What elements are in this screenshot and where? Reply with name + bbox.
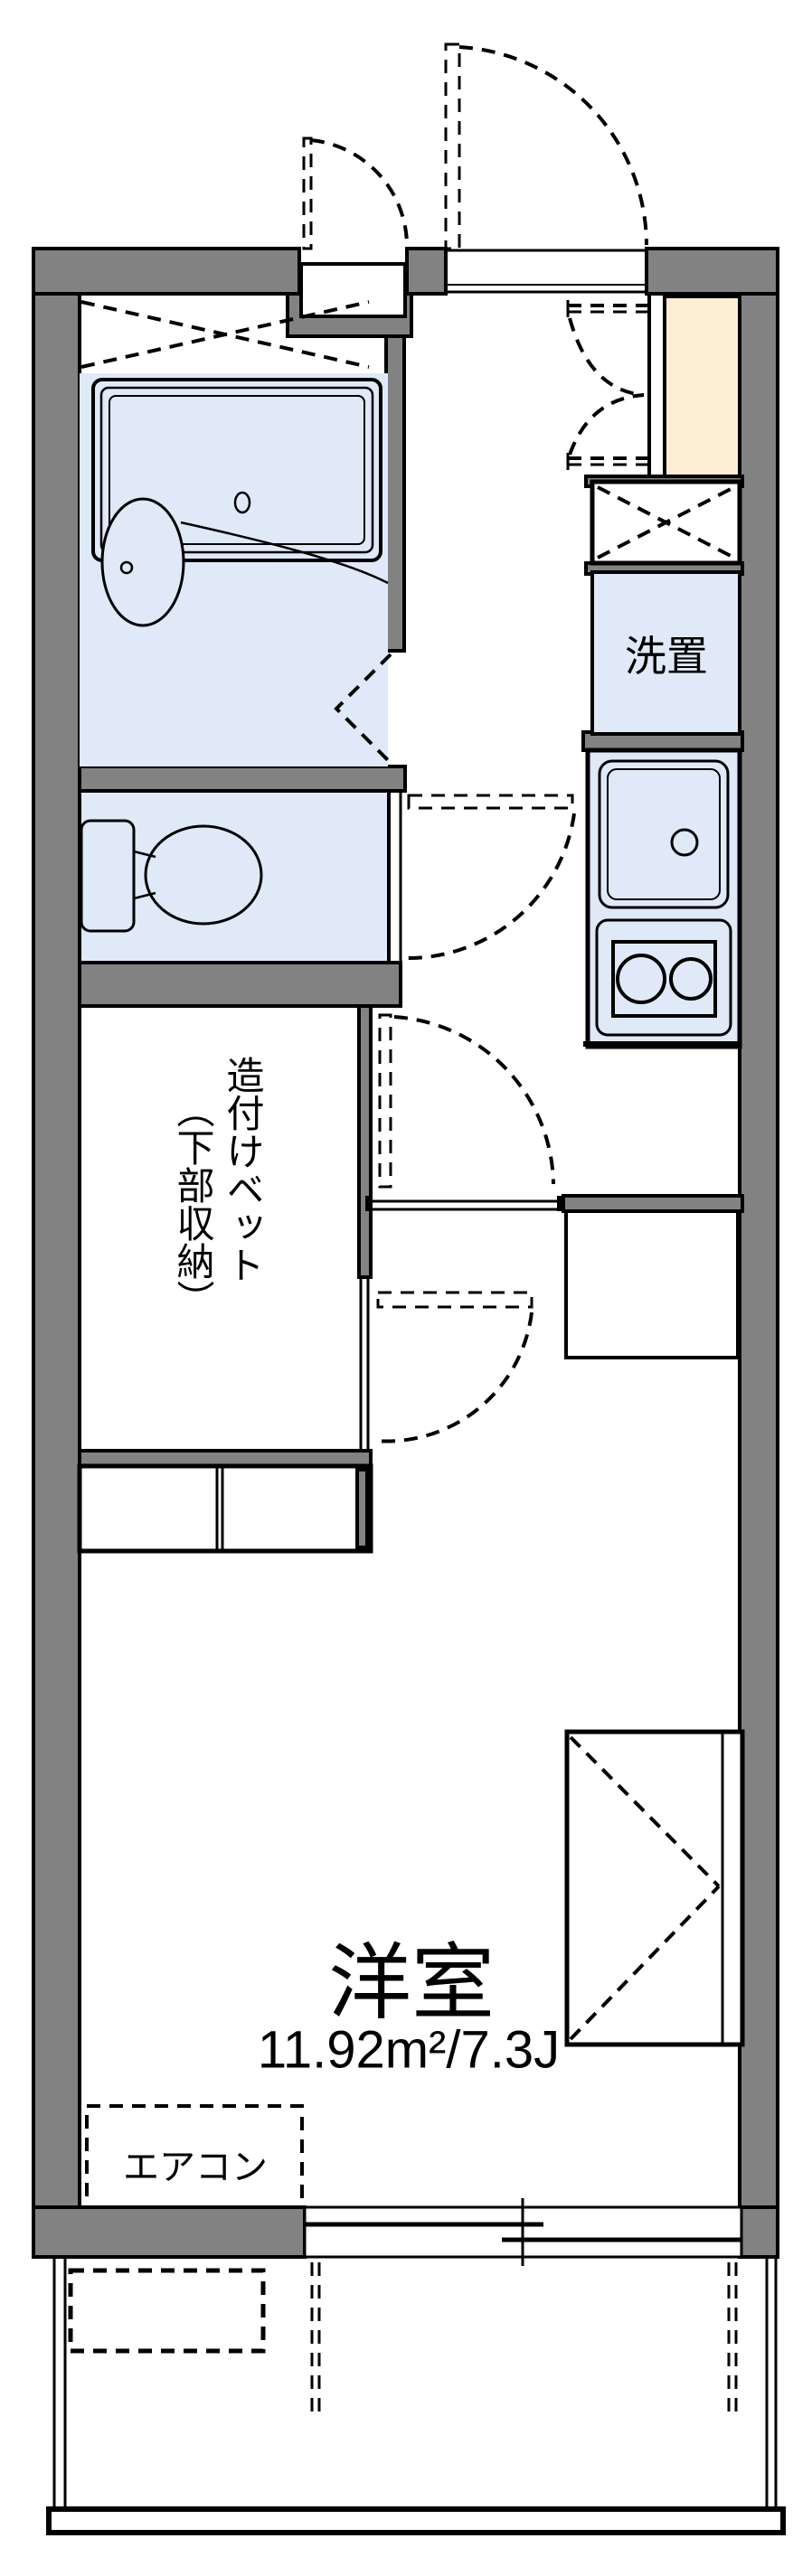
storage-cabinet: [77, 1463, 373, 1554]
bathtub-drain: [233, 491, 251, 514]
bed-label-line2: （下部収納）: [172, 1090, 214, 1318]
closet: [564, 1729, 745, 2047]
toilet-door-arc: [405, 813, 576, 961]
stove-burner-right: [669, 957, 713, 1001]
built-in-counter: [564, 1209, 740, 1359]
door-symbols: [302, 42, 648, 1443]
washer-space-label: 洗置: [625, 633, 708, 680]
toilet-door-leaf: [407, 794, 574, 810]
hall-room-opening: [365, 1196, 564, 1211]
refrigerator-space: [590, 479, 742, 566]
kitchen-sink: [598, 759, 730, 909]
entry-niche: [299, 262, 407, 318]
wall-right: [738, 247, 779, 2259]
wall-left: [32, 247, 81, 2259]
bed-label-line1: 造付けベット: [222, 1056, 264, 1283]
balcony: [46, 2257, 786, 2535]
washer-space-box: [590, 570, 741, 736]
wall-top-middle: [405, 247, 448, 296]
genkan-floor: [663, 295, 741, 478]
wash-basin: [100, 497, 185, 627]
room-name-label: 洋室: [327, 1937, 496, 2030]
room-size-label: 11.92m²/7.3J: [257, 2020, 561, 2080]
service-door-arc: [310, 138, 410, 248]
wall-top-left: [32, 247, 301, 296]
service-door-leaf: [302, 136, 313, 250]
wall-bed-right: [357, 1004, 373, 1279]
wall-bathroom-right: [384, 334, 406, 653]
entrance-door-leaf: [444, 42, 461, 250]
sliding-window: [303, 2198, 743, 2266]
wall-hall-room-divider: [562, 1194, 744, 1213]
stove-burner-left: [616, 954, 666, 1004]
shoe-cabinet-overhead: [566, 300, 647, 470]
kitchen-stove: [595, 918, 732, 1037]
bed-access-door-leaf: [376, 1291, 533, 1309]
balcony-slab: [46, 2506, 786, 2535]
room-door-leaf: [378, 1013, 392, 1189]
wall-bottom-left: [32, 2205, 307, 2259]
wall-bottom-right: [738, 2205, 779, 2259]
outdoor-unit-box: [68, 2268, 266, 2354]
toilet-bowl: [144, 824, 263, 926]
basin-drain: [119, 560, 134, 575]
wall-bath-toilet-divider: [78, 765, 407, 793]
bed-access-door-arc: [373, 1312, 533, 1443]
entrance-door-arc: [458, 45, 648, 246]
toilet-room: [78, 789, 402, 965]
bathroom-folding-door: [334, 653, 392, 765]
room-door-arc: [393, 1015, 555, 1185]
wall-toilet-bed-divider: [78, 961, 402, 1008]
kitchen-unit: [583, 747, 742, 1049]
kitchen-faucet: [670, 828, 699, 857]
toilet-tank: [80, 819, 136, 933]
wall-top-right: [645, 247, 779, 296]
aircon-label: エアコン: [123, 2148, 268, 2187]
bathroom: [80, 300, 392, 766]
counter-edge: [180, 521, 389, 585]
